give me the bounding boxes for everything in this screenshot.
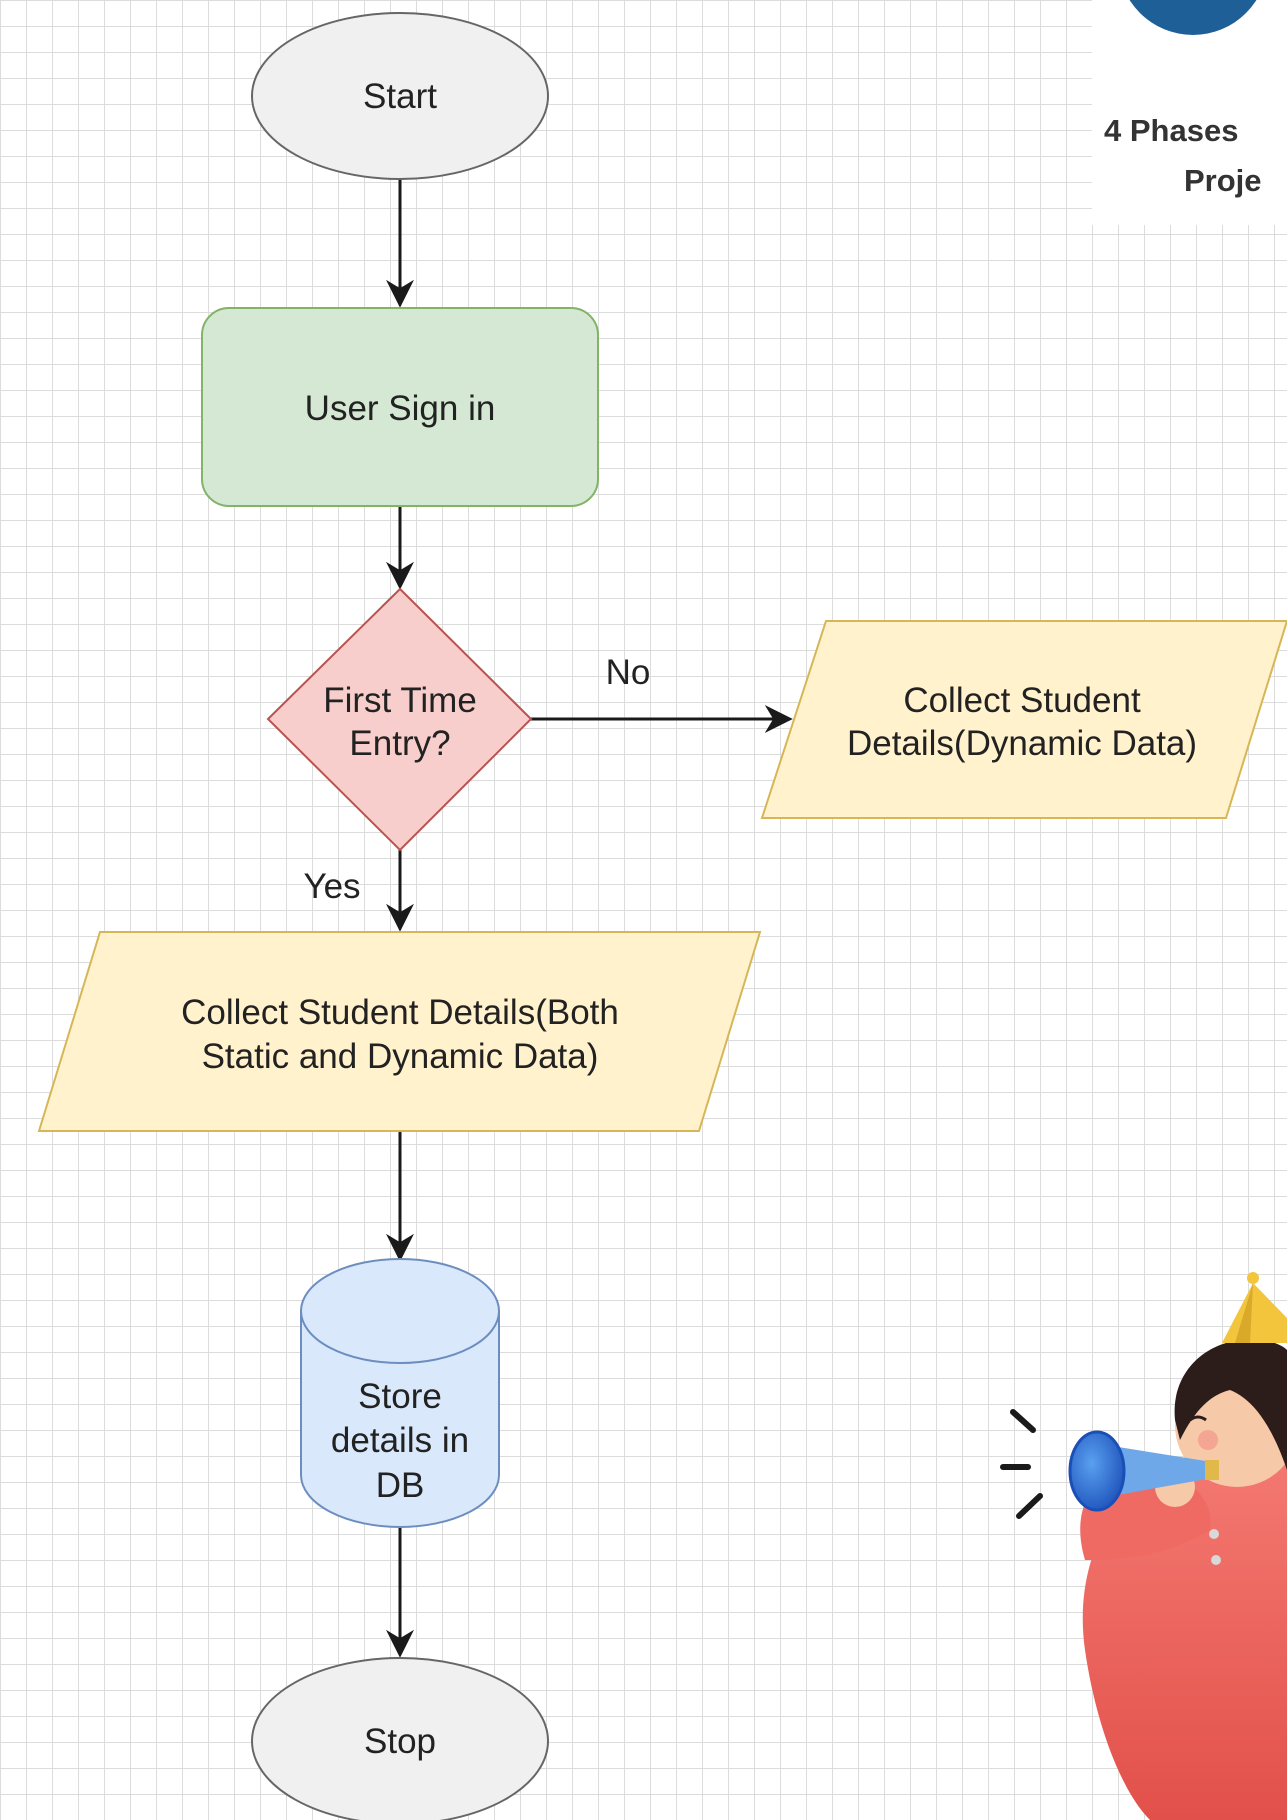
- stop-label: Stop: [364, 1722, 436, 1761]
- start-label: Start: [363, 77, 437, 116]
- store-line-2: details in: [331, 1421, 469, 1460]
- connectors: [386, 178, 793, 1658]
- collect-both-node: Collect Student Details(Both Static and …: [37, 931, 762, 1132]
- store-line-1: Store: [358, 1377, 442, 1416]
- corner-title-line-1: 4 Phases: [1104, 113, 1239, 148]
- start-node: Start: [251, 12, 549, 180]
- edge-label-yes: Yes: [303, 867, 360, 906]
- collect-both-line-2: Static and Dynamic Data): [202, 1037, 599, 1076]
- collect-dynamic-line-1: Collect Student: [903, 681, 1141, 720]
- collect-dynamic-line-2: Details(Dynamic Data): [847, 724, 1197, 763]
- corner-title-card: [1092, 0, 1287, 225]
- edge-label-no: No: [606, 653, 651, 692]
- corner-title: 4 Phases Proje: [1104, 106, 1287, 206]
- database-node: Store details in DB: [300, 1258, 500, 1528]
- collect-both-line-1: Collect Student Details(Both: [181, 993, 619, 1032]
- first-time-decision: First Time Entry?: [266, 587, 533, 852]
- sign-in-label: User Sign in: [305, 389, 496, 428]
- party-girl-illustration: [1000, 1272, 1287, 1820]
- sign-in-node: User Sign in: [201, 307, 599, 507]
- stop-node: Stop: [251, 1657, 549, 1820]
- collect-dynamic-node: Collect Student Details(Dynamic Data): [760, 620, 1287, 819]
- decision-line-1: First Time: [323, 681, 477, 720]
- corner-title-line-2: Proje: [1184, 163, 1262, 198]
- store-line-3: DB: [376, 1466, 425, 1505]
- decision-line-2: Entry?: [349, 724, 450, 763]
